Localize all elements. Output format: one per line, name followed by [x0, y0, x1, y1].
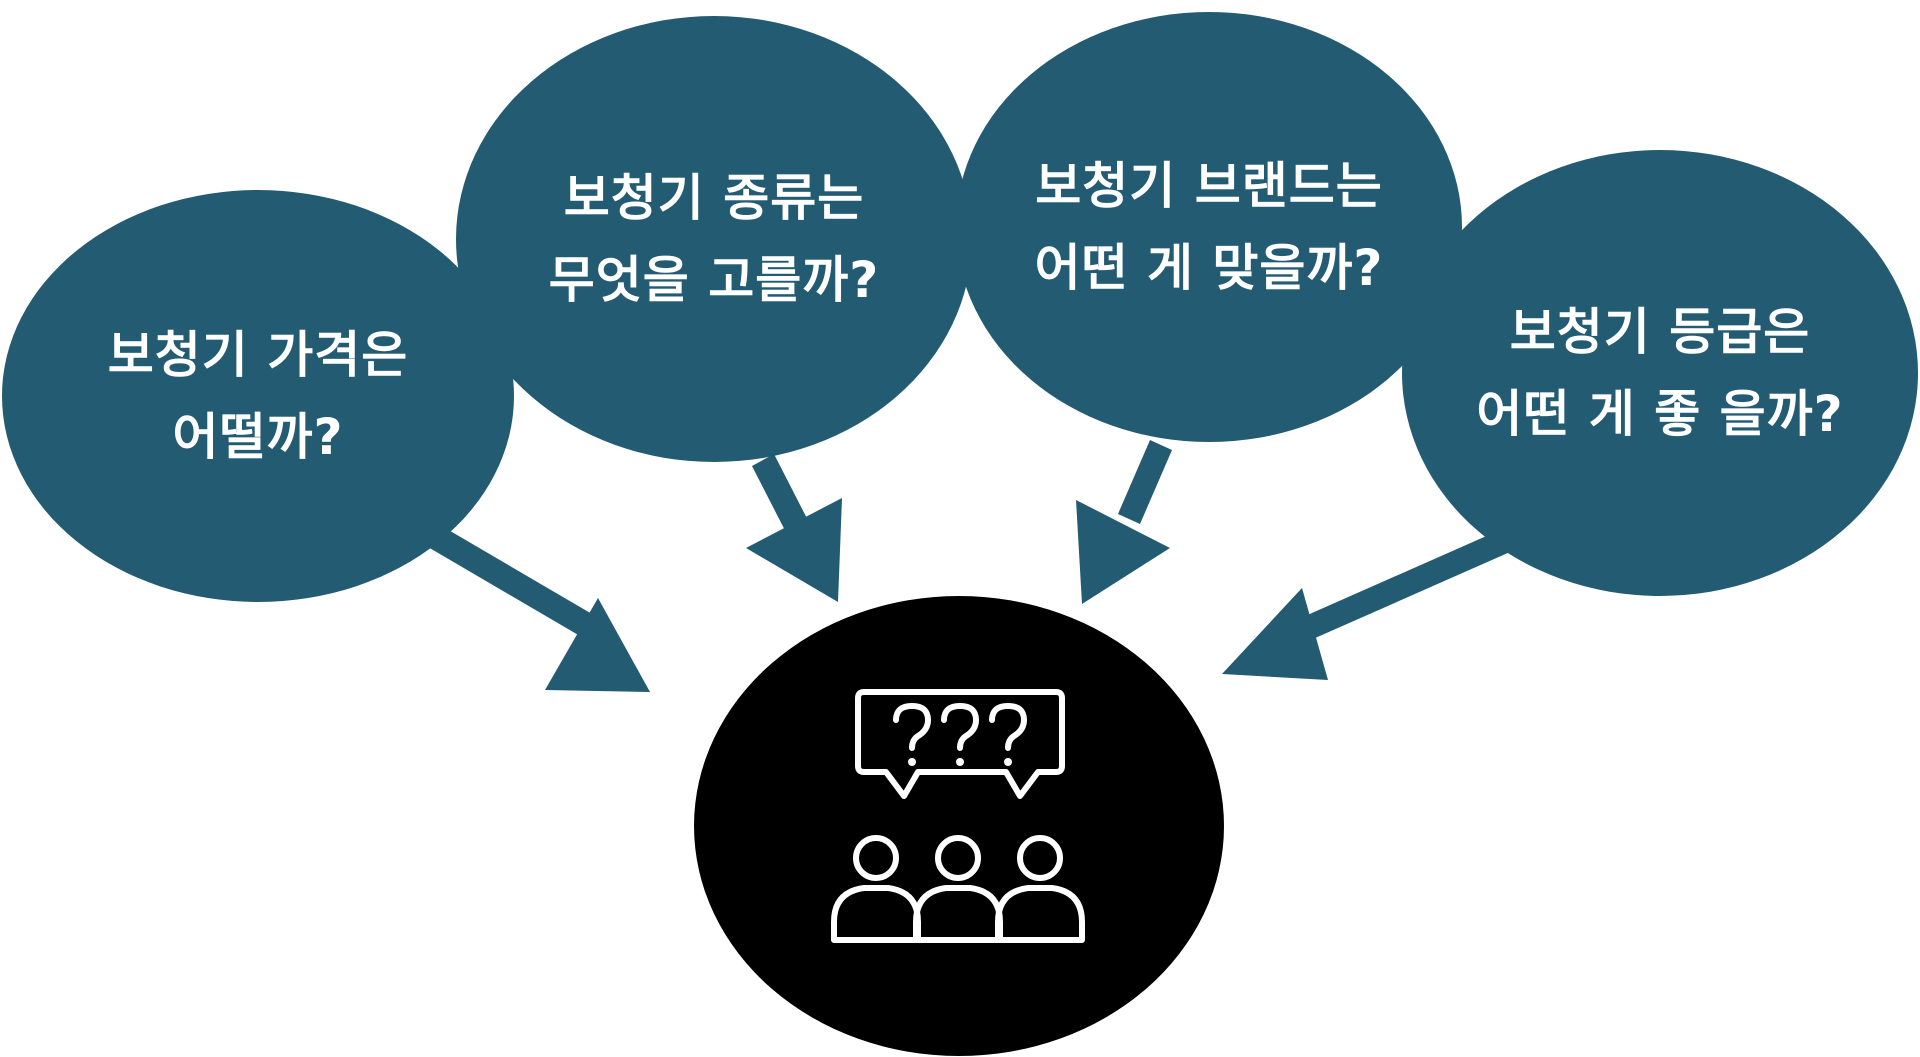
arrow-grade	[1222, 530, 1510, 680]
bubble-brand: 보청기 브랜드는 어떤 게 맞을까?	[956, 12, 1462, 442]
arrow-type	[746, 454, 842, 602]
center-circle	[694, 596, 1224, 1056]
bubble-brand-label: 보청기 브랜드는 어떤 게 맞을까?	[1034, 157, 1384, 297]
bubble-grade: 보청기 등급은 어떤 게 좋 을까?	[1402, 150, 1918, 596]
bubble-type-label: 보청기 종류는 무엇을 고를까?	[548, 169, 880, 309]
arrow-brand	[1076, 440, 1172, 604]
bubble-type: 보청기 종류는 무엇을 고를까?	[456, 16, 972, 462]
bubble-grade-label: 보청기 등급은 어떤 게 좋 을까?	[1476, 303, 1844, 443]
group-questions-icon	[831, 689, 1085, 943]
bubble-price: 보청기 가격은 어떨까?	[2, 190, 514, 602]
arrow-price	[416, 518, 650, 692]
bubble-price-label: 보청기 가격은 어떨까?	[107, 326, 409, 466]
